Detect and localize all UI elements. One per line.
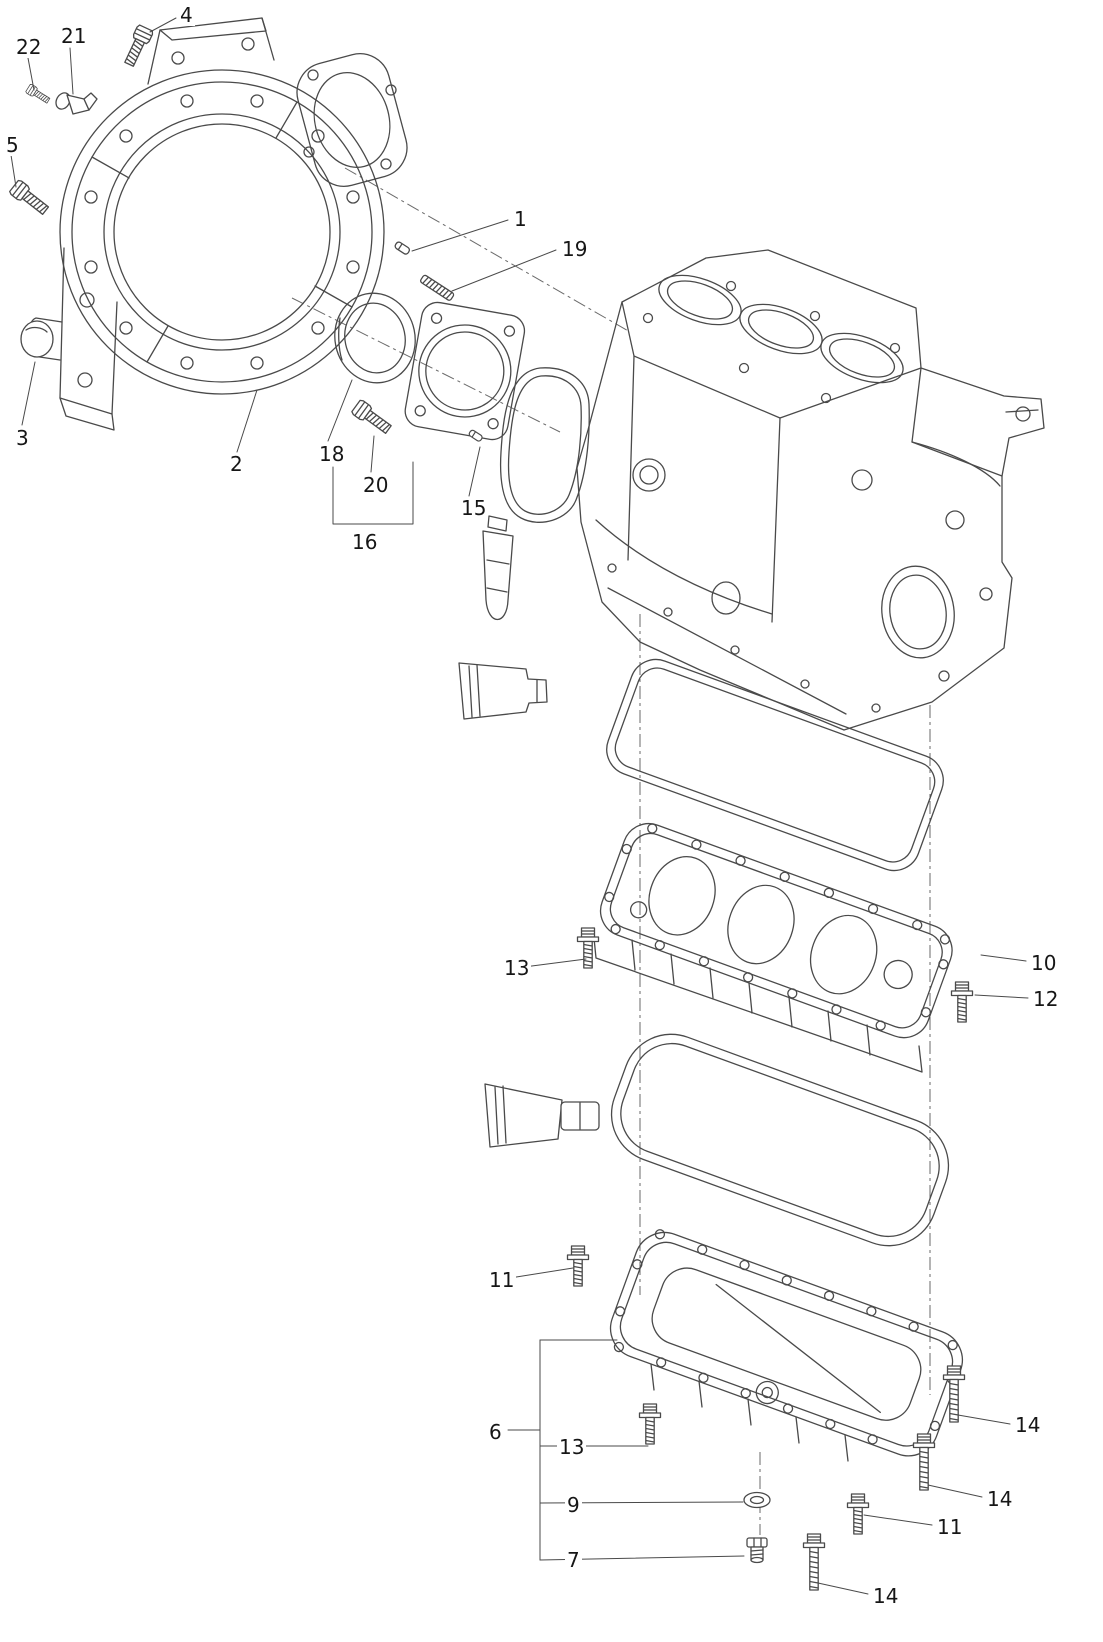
callout-4: 4 — [178, 3, 195, 27]
sealant-tube-2 — [458, 662, 548, 720]
upper-oil-pan-gasket — [606, 658, 944, 872]
upper-oil-pan — [592, 823, 953, 1073]
cylinder-block — [576, 249, 1045, 731]
callout-1: 1 — [512, 207, 529, 231]
seal-case-pin — [467, 428, 484, 443]
seal-case-plate — [404, 301, 526, 441]
callout-15: 15 — [459, 496, 489, 520]
dowel-pin — [393, 240, 412, 256]
flywheel-housing — [26, 17, 408, 431]
lower-pan-bolt-11-right — [846, 1493, 870, 1535]
callout-12: 12 — [1031, 987, 1061, 1011]
lower-pan-bolt-11-left — [566, 1245, 590, 1287]
callout-21: 21 — [59, 24, 89, 48]
callout-14-c: 14 — [871, 1584, 901, 1608]
lower-pan-bolt-14-c — [802, 1533, 826, 1591]
callout-9: 9 — [565, 1493, 582, 1517]
stud-bolt — [419, 273, 456, 302]
housing-plug — [20, 320, 54, 358]
callout-6: 6 — [487, 1420, 504, 1444]
drain-plug-washer — [743, 1491, 771, 1509]
housing-bolt-5 — [8, 178, 52, 218]
callout-10: 10 — [1029, 951, 1059, 975]
callout-7: 7 — [565, 1548, 582, 1572]
callout-19: 19 — [560, 237, 590, 261]
callout-14-b: 14 — [985, 1487, 1015, 1511]
housing-bolt-4 — [120, 23, 155, 69]
lower-oil-pan-gasket — [610, 1033, 950, 1247]
callout-3: 3 — [14, 426, 31, 450]
callout-16: 16 — [350, 530, 380, 554]
callout-13-a: 13 — [502, 956, 532, 980]
seal-case-gasket — [499, 367, 590, 523]
sensor-screw — [24, 83, 52, 106]
sealant-tube-3 — [484, 1083, 600, 1148]
rear-oil-seal — [334, 292, 416, 384]
callout-11-a: 11 — [487, 1268, 517, 1292]
callout-2: 2 — [228, 452, 245, 476]
callout-11-b: 11 — [935, 1515, 965, 1539]
upper-pan-bolt-12 — [950, 981, 974, 1023]
lower-pan-bolt-13 — [638, 1403, 662, 1445]
callout-13-b: 13 — [557, 1435, 587, 1459]
sealant-tube-1 — [482, 515, 514, 620]
leader-lines — [10, 17, 1029, 1595]
callout-14-a: 14 — [1013, 1413, 1043, 1437]
drain-plug — [746, 1537, 768, 1564]
callout-5: 5 — [4, 133, 21, 157]
lower-pan-bolt-14-b — [912, 1433, 936, 1491]
lower-oil-pan — [609, 1229, 963, 1462]
lower-pan-bolt-14-a — [942, 1365, 966, 1423]
seal-case-bolt — [350, 398, 395, 438]
callout-18: 18 — [317, 442, 347, 466]
callout-20: 20 — [361, 473, 391, 497]
callout-22: 22 — [14, 35, 44, 59]
sensor — [55, 92, 98, 115]
